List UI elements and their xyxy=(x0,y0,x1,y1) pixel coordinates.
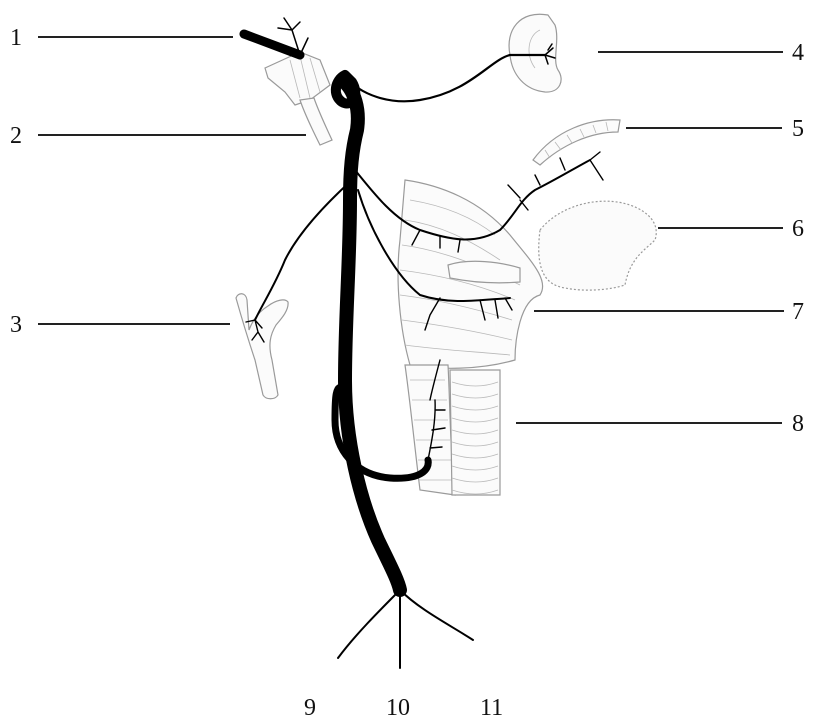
ear-outline xyxy=(509,14,561,92)
label-5: 5 xyxy=(792,117,804,141)
label-8: 8 xyxy=(792,412,804,436)
leader-line-2 xyxy=(38,134,306,136)
label-7: 7 xyxy=(792,300,804,324)
label-2: 2 xyxy=(10,124,22,148)
trachea xyxy=(450,370,500,495)
label-4: 4 xyxy=(792,41,804,65)
label-6: 6 xyxy=(792,217,804,241)
carotid-sinus xyxy=(236,294,288,399)
leader-line-6 xyxy=(658,227,783,229)
leader-line-4 xyxy=(598,51,783,53)
label-1: 1 xyxy=(10,26,22,50)
leader-line-3 xyxy=(38,323,230,325)
leader-line-7 xyxy=(534,310,784,312)
jugular-foramen xyxy=(265,52,332,145)
label-11: 11 xyxy=(480,696,503,720)
leader-line-5 xyxy=(626,127,782,129)
label-10: 10 xyxy=(386,696,410,720)
label-3: 3 xyxy=(10,313,22,337)
soft-palate xyxy=(539,201,657,290)
tongue-muscle xyxy=(533,120,620,165)
leader-line-1 xyxy=(38,36,233,38)
pharyngeal-constrictor xyxy=(398,180,543,368)
label-9: 9 xyxy=(304,696,316,720)
leader-line-8 xyxy=(516,422,782,424)
